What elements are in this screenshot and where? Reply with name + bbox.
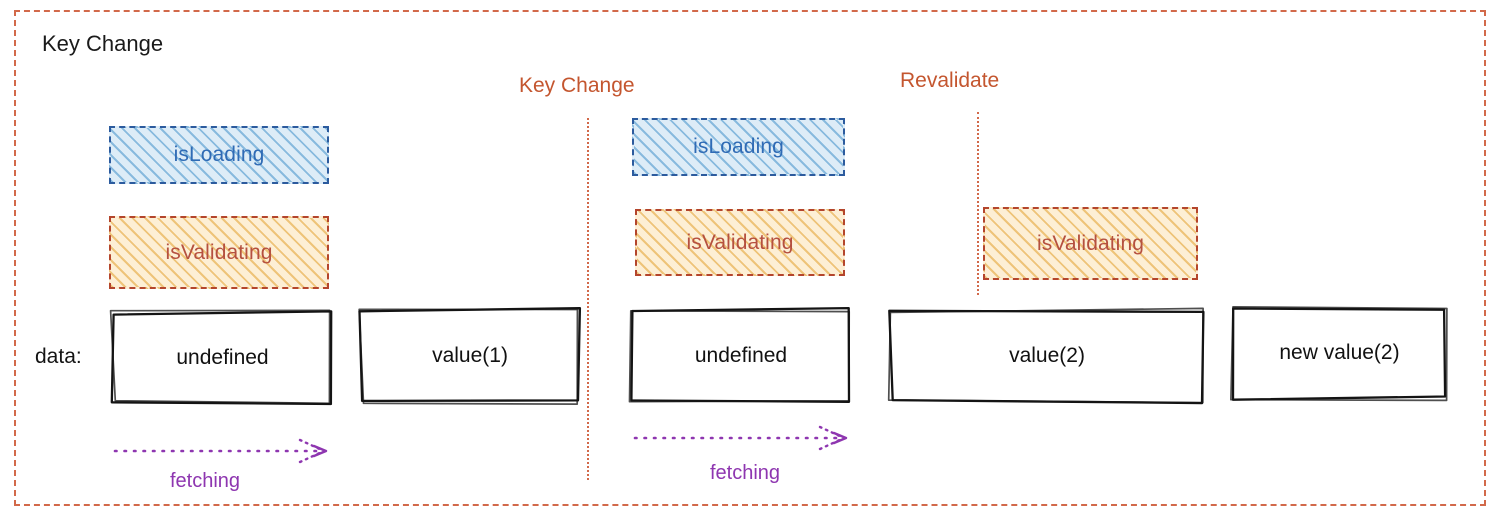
state-box-label: isValidating xyxy=(165,240,273,264)
data-value-label: undefined xyxy=(176,346,269,369)
phase-divider-1 xyxy=(977,112,979,295)
data-value-label: new value(2) xyxy=(1279,341,1400,364)
state-box-loading: isLoading xyxy=(632,118,845,176)
fetching-arrow xyxy=(113,438,336,474)
state-box-label: isLoading xyxy=(173,143,265,166)
data-value-box: undefined xyxy=(109,309,333,406)
sketch-border xyxy=(358,307,582,405)
phase-divider-0 xyxy=(587,118,589,480)
arrow-glyph xyxy=(113,438,328,464)
data-value-label: undefined xyxy=(694,344,788,367)
state-box-validating: isValidating xyxy=(983,207,1198,280)
state-box-validating: isValidating xyxy=(109,216,329,289)
data-value-label: value(2) xyxy=(1009,344,1085,367)
phase-label-2: Revalidate xyxy=(900,69,1000,92)
phase-label-0: Key Change xyxy=(42,31,164,56)
data-value-label: value(1) xyxy=(432,344,508,367)
fetching-caption: fetching xyxy=(709,462,781,484)
state-box-loading: isLoading xyxy=(109,126,329,184)
sketch-border xyxy=(887,307,1205,405)
sketch-border xyxy=(1230,305,1448,402)
data-value-box: value(1) xyxy=(358,307,582,405)
phase-label-1: Key Change xyxy=(519,74,635,97)
state-box-validating: isValidating xyxy=(635,209,845,276)
data-value-box: new value(2) xyxy=(1230,305,1448,402)
data-value-box: value(2) xyxy=(887,307,1205,405)
fetching-caption: fetching xyxy=(169,470,241,492)
data-row-label: data: xyxy=(35,345,82,368)
arrow-glyph xyxy=(633,425,848,451)
data-value-box: undefined xyxy=(628,306,851,403)
state-box-label: isValidating xyxy=(1036,231,1145,255)
state-box-label: isLoading xyxy=(693,135,784,158)
sketch-border xyxy=(109,309,333,406)
state-box-label: isValidating xyxy=(686,230,794,254)
sketch-border xyxy=(628,306,851,403)
fetching-arrow xyxy=(633,425,856,461)
